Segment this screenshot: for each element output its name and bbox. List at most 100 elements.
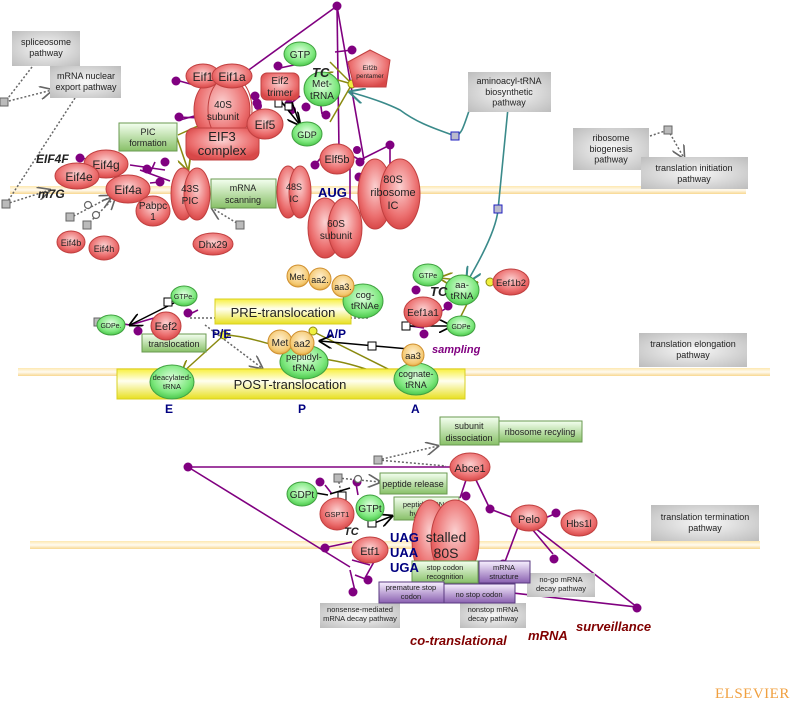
svg-text:ribosome: ribosome [370, 187, 415, 199]
process-subunit-dissociation[interactable]: subunit dissociation [439, 416, 500, 446]
protein-eif4a[interactable]: Eif4a [105, 174, 151, 204]
label-p-site: P [298, 402, 306, 416]
publisher-logo: ELSEVIER [715, 686, 790, 702]
amino-acid-aa3[interactable]: aa3. [331, 274, 355, 298]
protein-etf1[interactable]: Etf1 [351, 536, 389, 564]
svg-text:Pelo: Pelo [518, 514, 540, 526]
protein-gspt1[interactable]: GSPT1 [319, 497, 355, 531]
svg-text:GTPe.: GTPe. [174, 294, 194, 301]
protein-eif4b[interactable]: Eif4b [56, 230, 86, 254]
protein-eif3-complex[interactable]: EIF3 complex [185, 127, 260, 161]
svg-text:Pabpc: Pabpc [139, 201, 167, 212]
molecule-gdp[interactable]: GDP [291, 121, 323, 147]
protein-dhx29[interactable]: Dhx29 [192, 232, 234, 256]
protein-pabpc1[interactable]: Pabpc 1 [135, 195, 171, 227]
state-pre-translocation[interactable]: PRE-translocation [214, 298, 352, 325]
svg-text:aa2: aa2 [294, 339, 311, 350]
protein-pelo[interactable]: Pelo [510, 504, 548, 532]
protein-abce1[interactable]: Abce1 [449, 452, 491, 482]
modulator-glyphs [83, 200, 363, 484]
label-a-site: A [411, 402, 420, 416]
svg-text:peptidyl-: peptidyl- [286, 352, 322, 363]
process-pic-formation[interactable]: PIC formation [118, 122, 178, 152]
molecule-cog-trnae[interactable]: cog- tRNAe [342, 283, 384, 319]
molecule-cognate-trna[interactable]: cognate- tRNA [393, 362, 439, 396]
svg-text:no stop codon: no stop codon [455, 590, 502, 599]
svg-text:tRNA: tRNA [163, 382, 181, 391]
molecule-deacylated-trna[interactable]: deacylated- tRNA [149, 364, 195, 400]
label-co-translational: co-translational [410, 633, 507, 648]
molecule-aa-trna[interactable]: aa- tRNA [444, 274, 480, 306]
protein-hbs1l[interactable]: Hbs1l [560, 509, 598, 537]
svg-text:tRNA: tRNA [405, 380, 427, 390]
mechanism-no-stop-codon[interactable]: no stop codon [443, 583, 516, 604]
protein-eif4h[interactable]: Eif4h [88, 235, 120, 261]
amino-acid-aa2-p-site[interactable]: aa2 [289, 330, 315, 356]
svg-text:48S: 48S [286, 182, 302, 192]
complex-60s-subunit[interactable]: 60S subunit [307, 197, 363, 259]
complex-43s-pic[interactable]: 43S PIC [170, 167, 211, 221]
svg-text:GDP: GDP [297, 130, 317, 140]
svg-text:GDPe.: GDPe. [100, 323, 121, 330]
complex-stalled-80s[interactable]: stalled 80S [411, 499, 480, 581]
label-tc-termination: TC [344, 526, 360, 538]
protein-eif2b-pentamer[interactable]: Eif2b pentamer [347, 49, 391, 88]
amino-acid-met[interactable]: Met. [286, 264, 310, 288]
molecule-gdpe-right[interactable]: GDPe [446, 315, 476, 337]
mechanism-stop-codon-recognition[interactable]: stop codon recognition [411, 560, 479, 584]
protein-eif4e[interactable]: Eif4e [54, 162, 100, 190]
svg-text:IC: IC [290, 194, 300, 204]
molecule-gdpt[interactable]: GDPt [286, 481, 318, 507]
protein-eef1b2[interactable]: Eef1b2 [492, 268, 530, 296]
protein-eef1a1[interactable]: Eef1a1 [403, 296, 443, 328]
process-ribosome-recycling[interactable]: ribosome recyling [498, 420, 583, 443]
molecule-gtpe-left[interactable]: GTPe. [170, 285, 198, 307]
amino-acid-met-p-site[interactable]: Met [267, 329, 293, 355]
svg-text:subunit: subunit [320, 231, 352, 242]
svg-text:60S: 60S [327, 219, 345, 230]
molecule-gtpt[interactable]: GTPt [355, 494, 385, 522]
process-peptide-release[interactable]: peptide release [379, 472, 448, 495]
svg-text:Eif4a: Eif4a [114, 183, 142, 197]
protein-eif5b[interactable]: Elf5b [319, 143, 355, 175]
process-mrna-scanning[interactable]: mRNA scanning [210, 178, 277, 209]
protein-eif2-trimer[interactable]: Eif2 trimer [260, 72, 300, 101]
molecule-gtp[interactable]: GTP [283, 41, 317, 67]
molecule-gtpe-right[interactable]: GTPe [412, 263, 444, 287]
protein-40s-subunit[interactable]: 40S subunit [193, 75, 253, 145]
label-tc-elongation: TC [430, 284, 448, 299]
svg-text:formation: formation [129, 138, 167, 148]
svg-text:Met: Met [272, 338, 289, 349]
svg-text:Eif4g: Eif4g [92, 158, 119, 172]
complex-48s-ic[interactable]: 48S IC [276, 165, 312, 219]
svg-text:aa3.: aa3. [334, 282, 352, 292]
protein-eif5[interactable]: Eif5 [246, 108, 284, 140]
amino-acid-aa2[interactable]: aa2. [308, 267, 332, 291]
protein-eef2[interactable]: Eef2 [150, 311, 182, 341]
molecule-met-trna[interactable]: Met- tRNA [303, 71, 341, 107]
svg-text:premature stop: premature stop [386, 583, 436, 592]
mechanism-mrna-structure[interactable]: mRNA structure [478, 560, 531, 584]
protein-eif1a[interactable]: Eif1a [211, 63, 253, 89]
molecule-gdpe-left[interactable]: GDPe. [96, 314, 126, 336]
mechanism-premature-stop-codon[interactable]: premature stop codon [378, 581, 445, 604]
amino-acid-aa3-a-site[interactable]: aa3 [401, 343, 425, 367]
svg-text:cognate-: cognate- [398, 369, 433, 379]
complex-80s-ribosome-ic[interactable]: 80S ribosome IC [357, 158, 421, 230]
svg-text:Elf5b: Elf5b [324, 154, 349, 166]
codon-uaa: UAA [390, 545, 419, 560]
